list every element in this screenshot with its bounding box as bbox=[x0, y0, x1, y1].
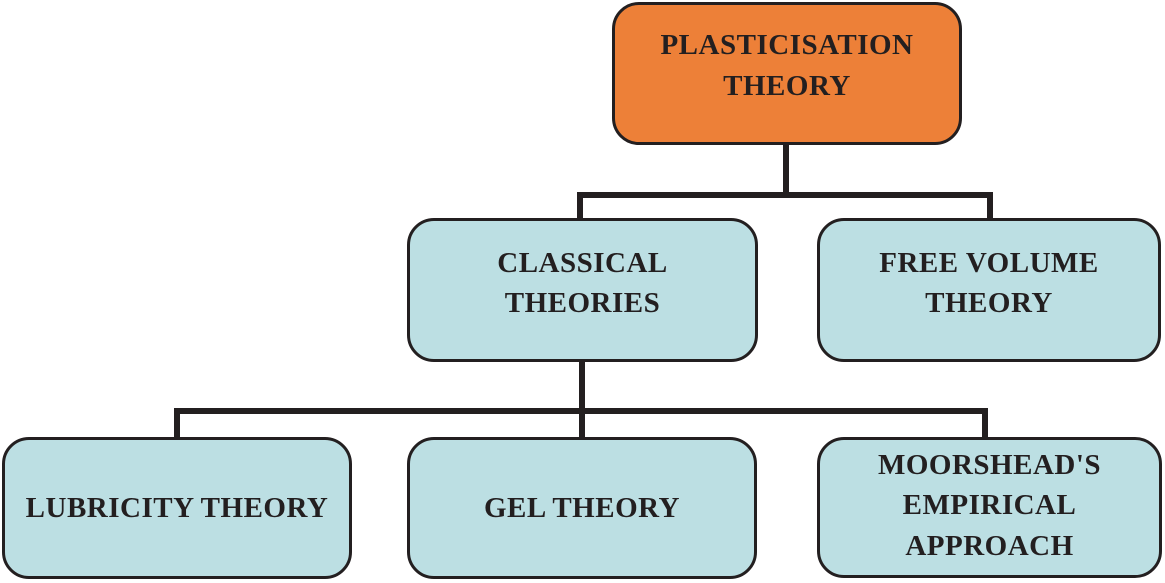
node-lubricity-theory: LUBRICITY THEORY bbox=[2, 437, 352, 579]
node-gel-theory: GEL THEORY bbox=[407, 437, 757, 579]
edge-root-stem bbox=[783, 144, 789, 198]
edge-drop-classical bbox=[577, 192, 583, 220]
node-plasticisation-theory-label: PLASTICISATION THEORY bbox=[660, 29, 914, 102]
node-moorsheads-empirical-approach-label: MOORSHEAD'S EMPIRICAL APPROACH bbox=[877, 449, 1102, 562]
node-moorsheads-empirical-approach: MOORSHEAD'S EMPIRICAL APPROACH bbox=[817, 437, 1162, 578]
node-lubricity-theory-label: LUBRICITY THEORY bbox=[25, 491, 329, 524]
edge-drop-moorshead bbox=[982, 408, 988, 439]
edge-drop-free-volume bbox=[987, 192, 993, 220]
node-classical-theories-label: CLASSICAL THEORIES bbox=[497, 246, 668, 319]
edge-level2-horizontal bbox=[174, 408, 988, 414]
node-classical-theories: CLASSICAL THEORIES bbox=[407, 218, 758, 362]
node-plasticisation-theory: PLASTICISATION THEORY bbox=[612, 2, 962, 145]
node-free-volume-theory: FREE VOLUME THEORY bbox=[817, 218, 1161, 362]
edge-drop-lubricity bbox=[174, 408, 180, 439]
edge-classical-stem bbox=[579, 360, 585, 439]
edge-level1-horizontal bbox=[577, 192, 993, 198]
node-free-volume-theory-label: FREE VOLUME THEORY bbox=[879, 246, 1099, 319]
node-gel-theory-label: GEL THEORY bbox=[483, 491, 681, 524]
